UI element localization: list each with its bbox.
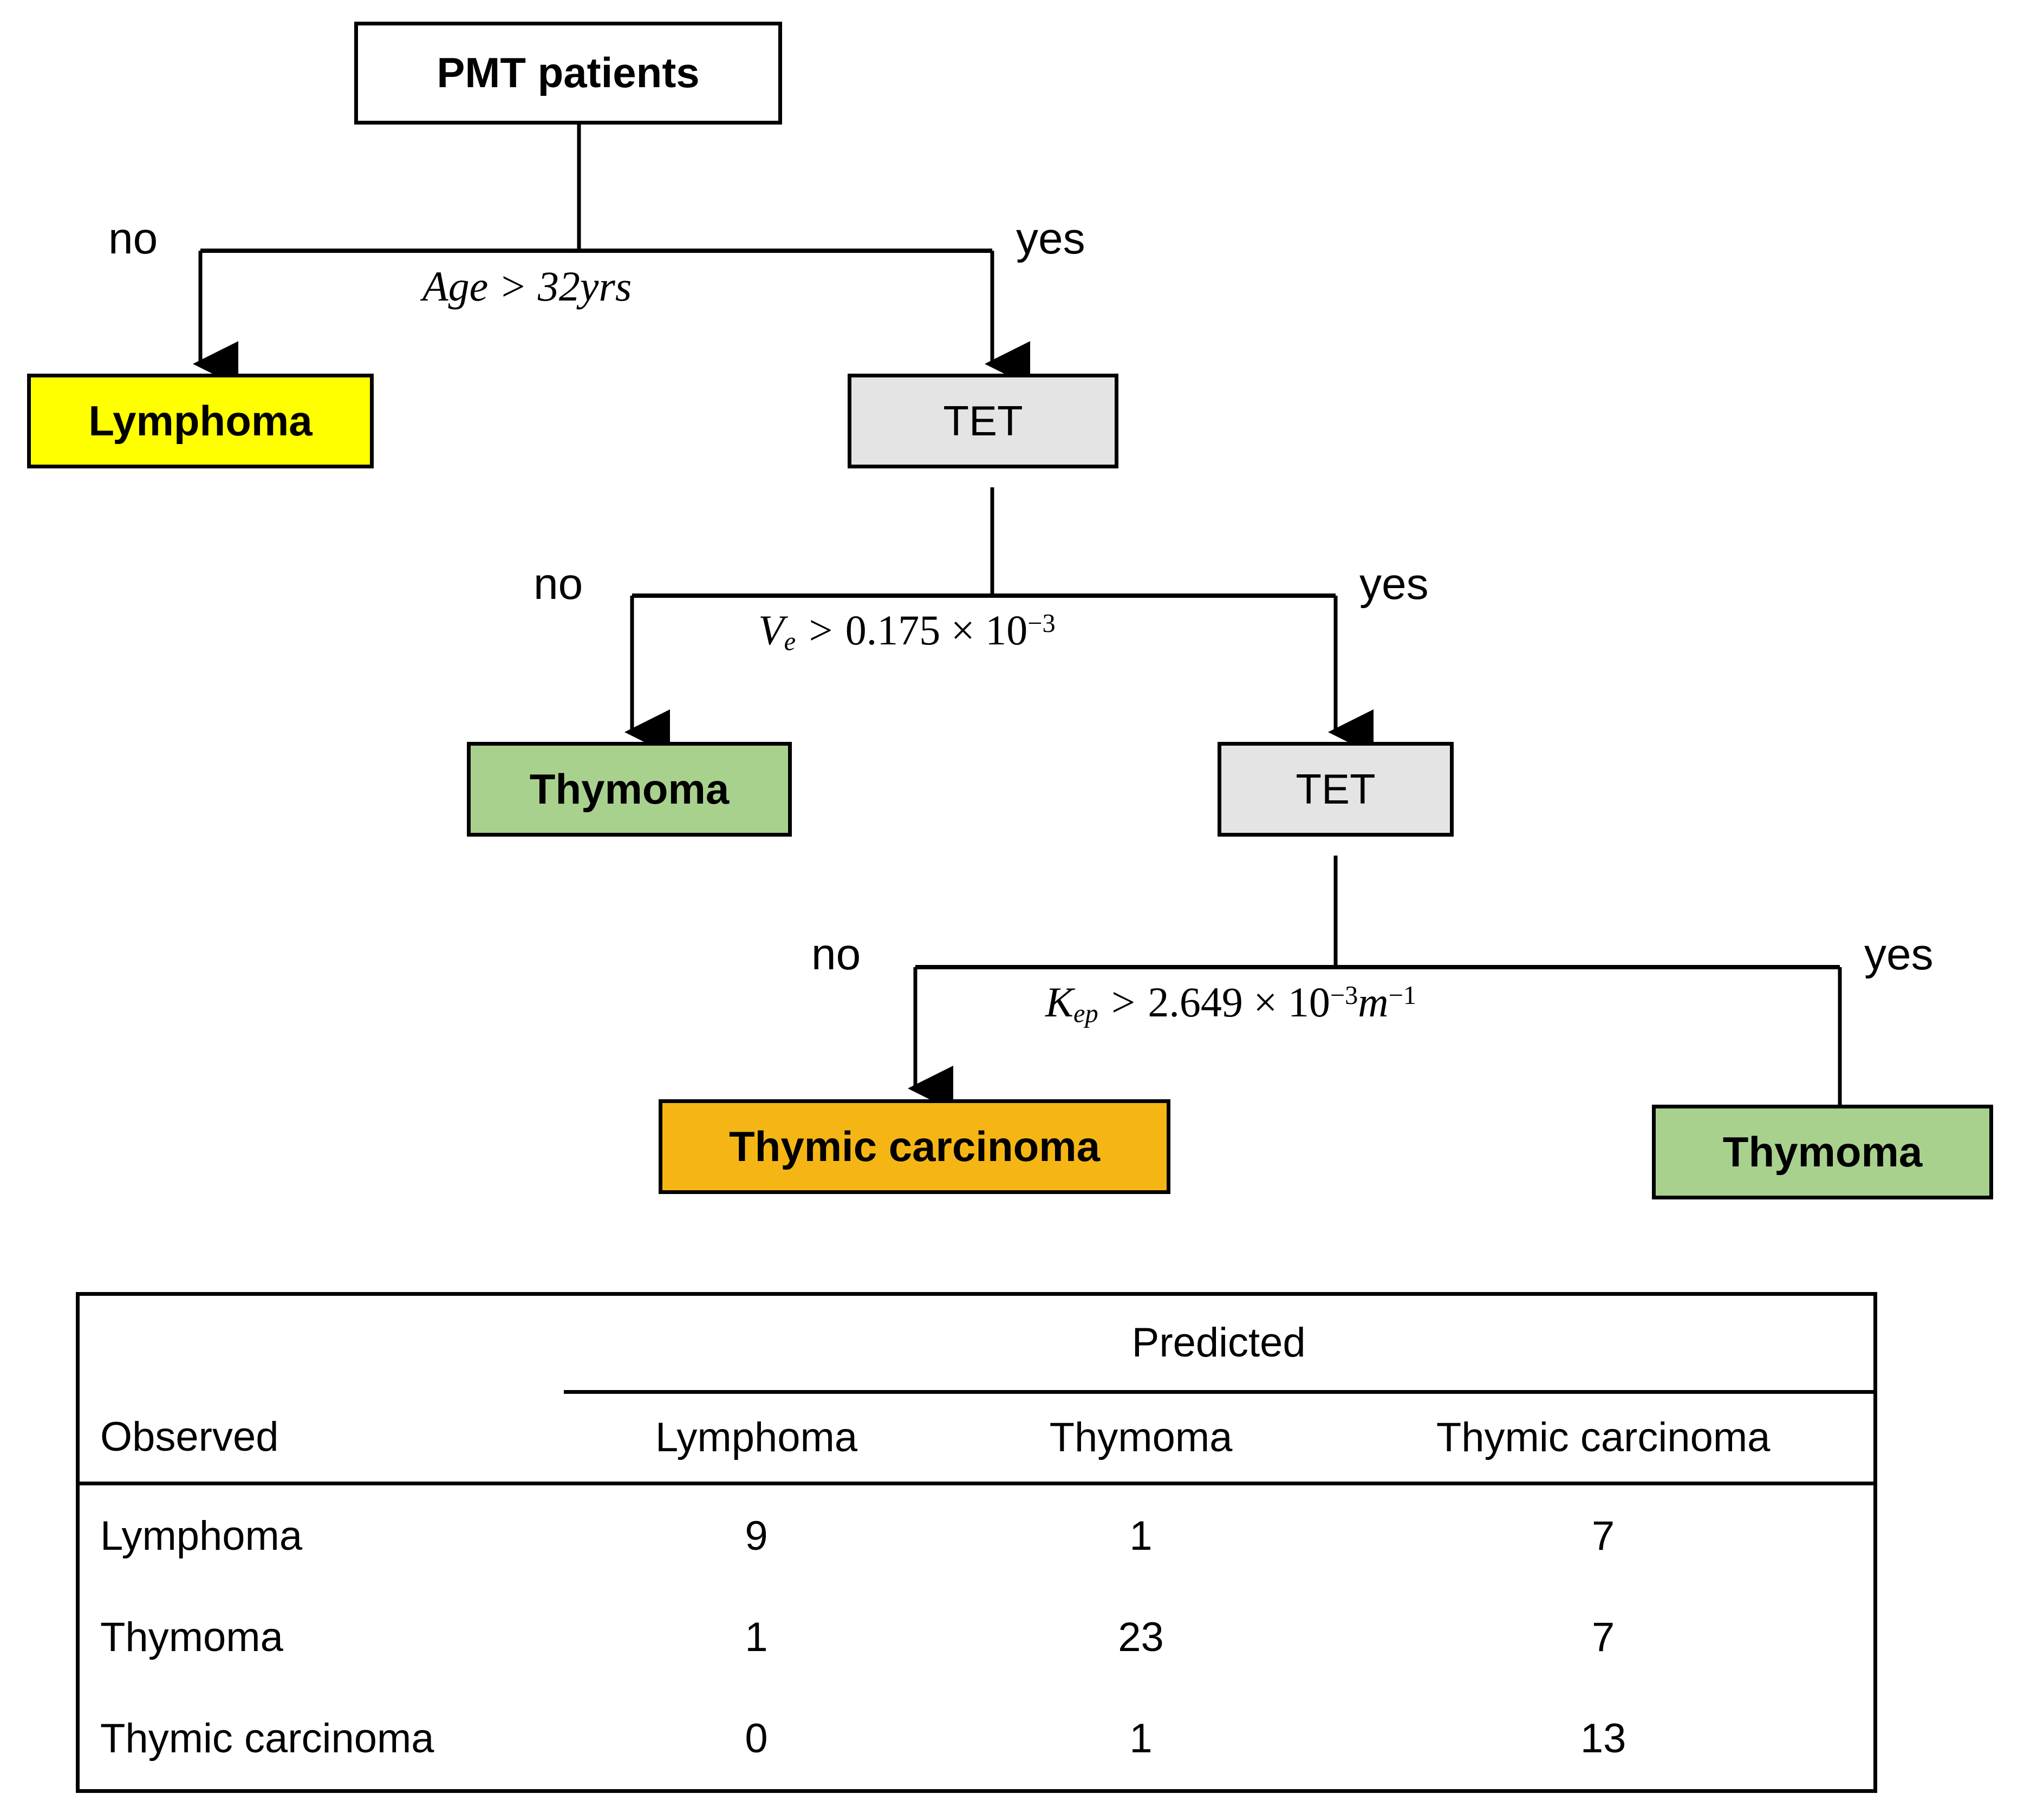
matrix-cell-r2c0: 0 [745,1715,768,1762]
matrix-subheader-row: Observed Lymphoma Thymoma Thymic carcino… [80,1392,1873,1485]
matrix-row: Lymphoma 9 1 7 [80,1483,1873,1587]
matrix-cell-r2c1: 1 [1129,1715,1153,1762]
matrix-header-observed: Observed [80,1392,564,1485]
matrix-cell-r1c2: 7 [1591,1614,1615,1660]
matrix-row: Thymoma 1 23 7 [80,1587,1873,1688]
matrix-cell-r0c2: 7 [1591,1512,1615,1559]
tree-node-tet-2-label: TET [1296,765,1376,813]
edge-label-age-yes: yes [1016,214,1085,263]
split-condition-age: Age > 32yrs [422,263,632,310]
tree-node-tet-1-label: TET [943,396,1023,445]
edge-label-kep-yes: yes [1864,930,1934,979]
matrix-header-thymoma: Thymoma [948,1392,1333,1485]
matrix-group-header-predicted: Predicted [564,1296,1873,1394]
matrix-cell-r2c2: 13 [1580,1715,1626,1762]
matrix-cell-r1c0: 1 [745,1614,768,1660]
matrix-cell-r0c1: 1 [1129,1512,1153,1559]
tree-connectors [193,125,1842,1111]
split-condition-kep: Kep > 2.649 × 10−3m−1 [1045,979,1417,1028]
tree-node-tet-2[interactable]: TET [1218,742,1454,837]
matrix-cell-r1c1: 23 [1118,1614,1164,1660]
split-condition-ve: Ve > 0.175 × 10−3 [758,606,1056,656]
tree-leaf-thymoma-1[interactable]: Thymoma [467,742,792,837]
matrix-cell-r0c0: 9 [745,1512,768,1559]
tree-leaf-thymoma-2-label: Thymoma [1722,1127,1923,1176]
tree-leaf-lymphoma[interactable]: Lymphoma [27,374,374,468]
tree-leaf-thymoma-1-label: Thymoma [529,765,730,813]
matrix-row-label-lymphoma: Lymphoma [100,1512,303,1559]
tree-node-tet-1[interactable]: TET [848,374,1118,468]
tree-node-root-label: PMT patients [437,49,700,97]
confusion-matrix: Predicted Observed Lymphoma Thymoma Thym… [76,1292,1877,1793]
edge-label-ve-no: no [533,559,583,609]
matrix-corner-blank [80,1296,564,1392]
edge-label-kep-no: no [811,930,861,979]
matrix-header-lymphoma: Lymphoma [564,1392,949,1485]
matrix-row-label-thymoma: Thymoma [100,1614,283,1660]
matrix-group-header-row: Predicted [80,1296,1873,1394]
matrix-row-label-thymic-carcinoma: Thymic carcinoma [100,1715,434,1762]
tree-leaf-lymphoma-label: Lymphoma [88,396,313,445]
edge-label-age-no: no [108,214,158,263]
tree-node-root[interactable]: PMT patients [354,22,782,125]
edge-label-ve-yes: yes [1359,559,1429,609]
tree-leaf-thymoma-2[interactable]: Thymoma [1652,1105,1993,1199]
tree-leaf-thymic-carcinoma-label: Thymic carcinoma [729,1122,1100,1170]
tree-leaf-thymic-carcinoma[interactable]: Thymic carcinoma [659,1099,1170,1194]
matrix-row: Thymic carcinoma 0 1 13 [80,1688,1873,1789]
confusion-matrix-table: Predicted Observed Lymphoma Thymoma Thym… [80,1296,1873,1789]
matrix-header-thymic-carcinoma: Thymic carcinoma [1333,1392,1873,1485]
